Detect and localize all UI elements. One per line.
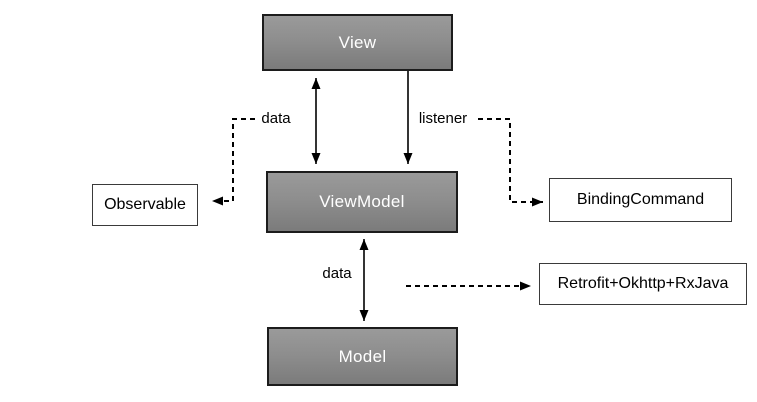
dashed-connector-listener-bindingcommand [478,118,543,207]
node-observable: Observable [92,184,198,226]
node-model-label: Model [338,346,387,366]
edge-label-data-top: data [261,110,291,127]
node-view: View [262,14,453,71]
node-observable-label: Observable [104,196,186,213]
node-retrofit-label: Retrofit+Okhttp+RxJava [557,275,729,292]
node-viewmodel-label: ViewModel [319,192,405,211]
node-viewmodel: ViewModel [266,171,458,233]
edge-label-listener: listener [418,110,468,127]
node-bindingcommand-label: BindingCommand [576,191,705,208]
edge-label-data-bottom: data [322,265,352,282]
node-retrofit-okhttp-rxjava: Retrofit+Okhttp+RxJava [539,263,747,305]
node-view-label: View [338,32,377,52]
node-model: Model [267,327,458,386]
dashed-connector-data-observable [212,118,255,206]
node-bindingcommand: BindingCommand [549,178,732,222]
